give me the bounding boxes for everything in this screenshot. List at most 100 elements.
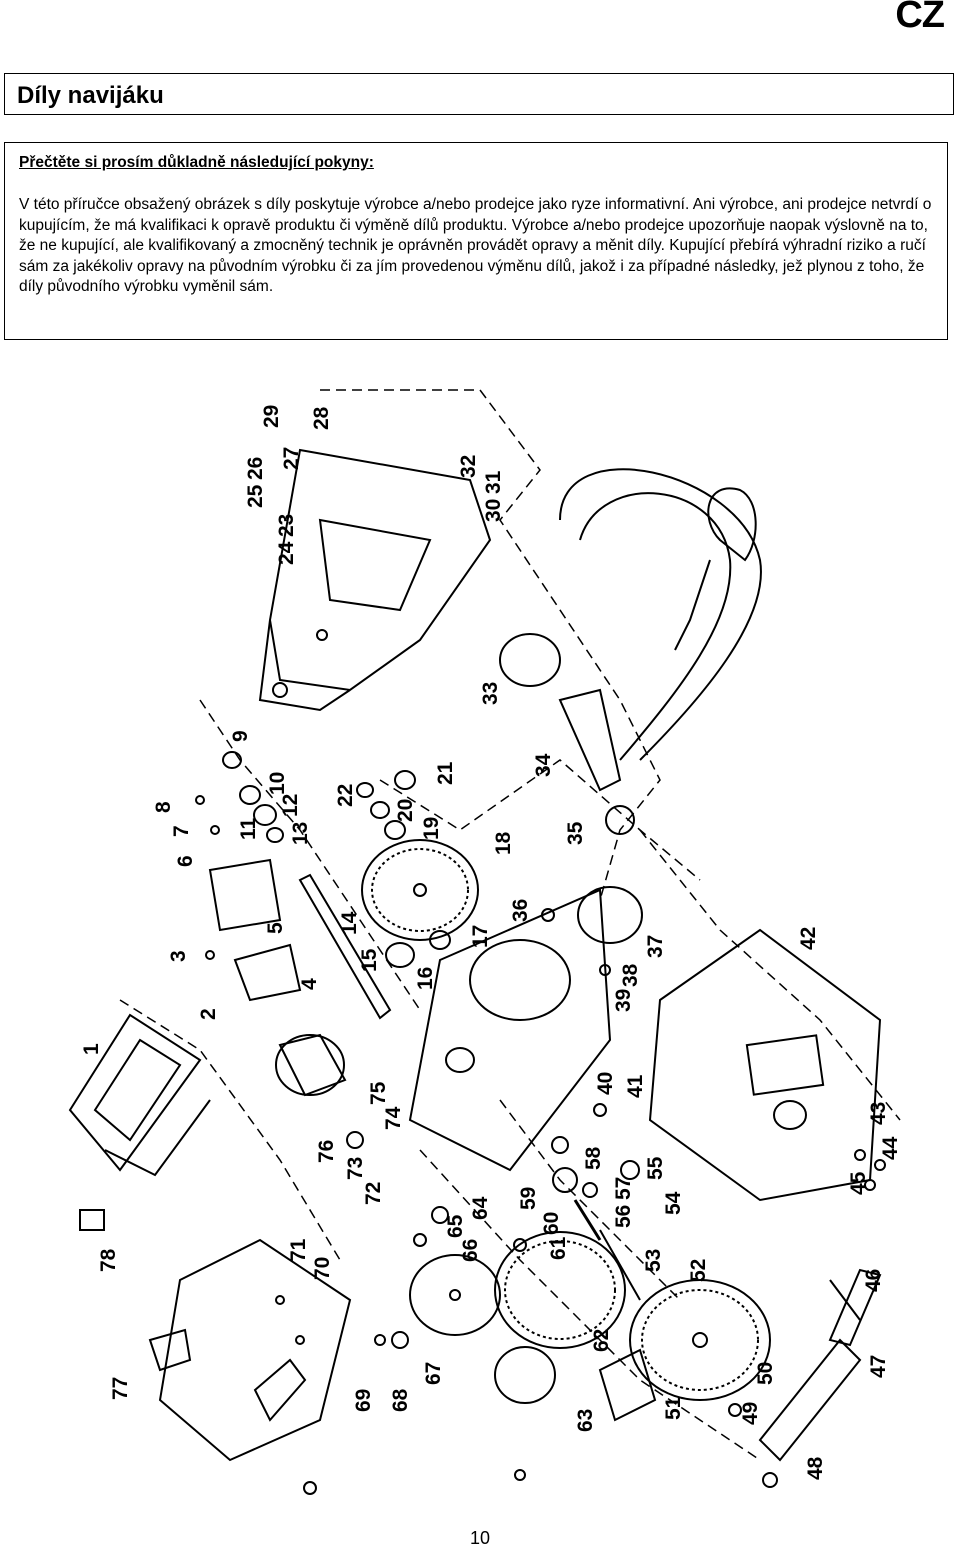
cover-4 [233,943,302,1002]
part-label: 29 [260,405,283,428]
part-label: 58 [582,1146,605,1170]
part-label: 55 [644,1156,667,1180]
part-label: 42 [797,927,820,950]
part-label: 60 [540,1212,563,1235]
part-label: 18 [492,831,515,855]
part-label: 52 [687,1259,710,1282]
part-label: 10 [266,772,289,795]
part-label: 38 [619,963,642,987]
part-label: 39 [612,989,635,1012]
part-label: 32 [457,455,480,478]
part-label: 54 [662,1191,685,1215]
part-label: 67 [422,1362,445,1385]
part-label: 59 [517,1187,540,1210]
part-label: 13 [289,822,312,845]
part-label: 68 [389,1388,412,1412]
part-label: 17 [469,925,492,948]
part-label: 37 [644,935,667,958]
part-label: 61 [547,1236,570,1260]
gear-52 [629,1279,771,1401]
part-label: 43 [867,1102,890,1125]
part-label: 77 [109,1377,132,1400]
end-plate-70 [158,1238,352,1462]
part-label: 5 [264,922,287,934]
part-label: 1 [80,1043,103,1055]
notice-box: Přečtěte si prosím důkladně následující … [4,142,948,340]
title-box: Díly navijáku [4,73,954,115]
shaft-34 [558,688,622,792]
part-label: 47 [867,1355,890,1378]
part-label: 15 [358,948,381,972]
part-label: 56 [612,1205,635,1228]
part-label: 63 [574,1409,597,1432]
notice-heading: Přečtěte si prosím důkladně následující … [19,154,374,171]
language-code: CZ [895,0,945,36]
part-label: 27 [280,447,303,470]
washer-17 [429,930,451,950]
wire-rope [559,468,762,761]
part-label: 48 [804,1456,827,1480]
part-label: 19 [420,817,443,840]
gearbox-housing [408,888,612,1172]
part-label: 24 [275,541,298,565]
assembly-outline [119,389,901,1461]
part-label: 44 [879,1136,902,1160]
part-label: 65 [444,1214,467,1238]
page-title: Díly navijáku [17,82,164,109]
part-label: 35 [564,821,587,845]
part-label: 62 [590,1329,613,1352]
disc-63 [494,1346,556,1404]
part-label: 69 [352,1389,375,1412]
part-label: 45 [847,1171,870,1195]
part-label: 34 [532,753,555,777]
part-label: 7 [170,825,193,837]
part-label: 21 [434,761,457,785]
part-label: 53 [642,1249,665,1272]
part-label: 78 [97,1248,120,1272]
part-label: 30 [482,499,505,522]
part-label: 14 [338,911,361,935]
part-labels: 1 2 3 4 5 6 7 8 9 10 11 12 13 14 15 16 1… [80,405,902,1480]
part-label: 8 [152,801,175,813]
part-label: 12 [279,794,302,817]
knob-63 [598,1348,657,1422]
disc-37 [577,886,643,944]
part-label: 26 [244,457,267,480]
page-number: 10 [469,1528,491,1548]
part-label: 75 [367,1081,390,1105]
part-label: 70 [311,1257,334,1280]
part-label: 40 [594,1072,617,1095]
winch-exploded-diagram: 1 2 3 4 5 6 7 8 9 10 11 12 13 14 15 16 1… [68,389,902,1495]
part-label: 72 [362,1182,385,1205]
part-label: 3 [167,950,190,962]
switch-78 [79,1209,105,1231]
part-label: 20 [394,799,417,822]
bracket-6 [208,858,282,932]
cap-35 [605,805,635,835]
part-label: 23 [275,514,298,537]
part-label: 31 [482,470,505,494]
shaft-14 [298,873,392,1020]
part-label: 36 [509,899,532,922]
part-label: 6 [174,855,197,867]
small-parts [195,751,416,960]
gear-62 [494,1231,626,1349]
part-label: 16 [414,967,437,990]
part-label: 4 [298,978,321,990]
part-label: 41 [624,1074,647,1098]
part-label: 64 [469,1196,492,1220]
part-label: 9 [229,730,252,742]
motor [275,1033,347,1097]
part-label: 57 [612,1177,635,1200]
disc-33 [499,633,561,687]
part-label: 25 [244,484,267,508]
part-label: 22 [334,784,357,807]
part-label: 74 [382,1106,405,1130]
part-label: 50 [754,1362,777,1385]
notice-text: V této příručce obsažený obrázek s díly … [19,196,932,295]
part-label: 73 [344,1157,367,1180]
part-label: 46 [862,1269,885,1292]
bolt-46 [829,1279,861,1321]
bearing-15 [385,942,415,968]
gear-18 [361,839,479,941]
